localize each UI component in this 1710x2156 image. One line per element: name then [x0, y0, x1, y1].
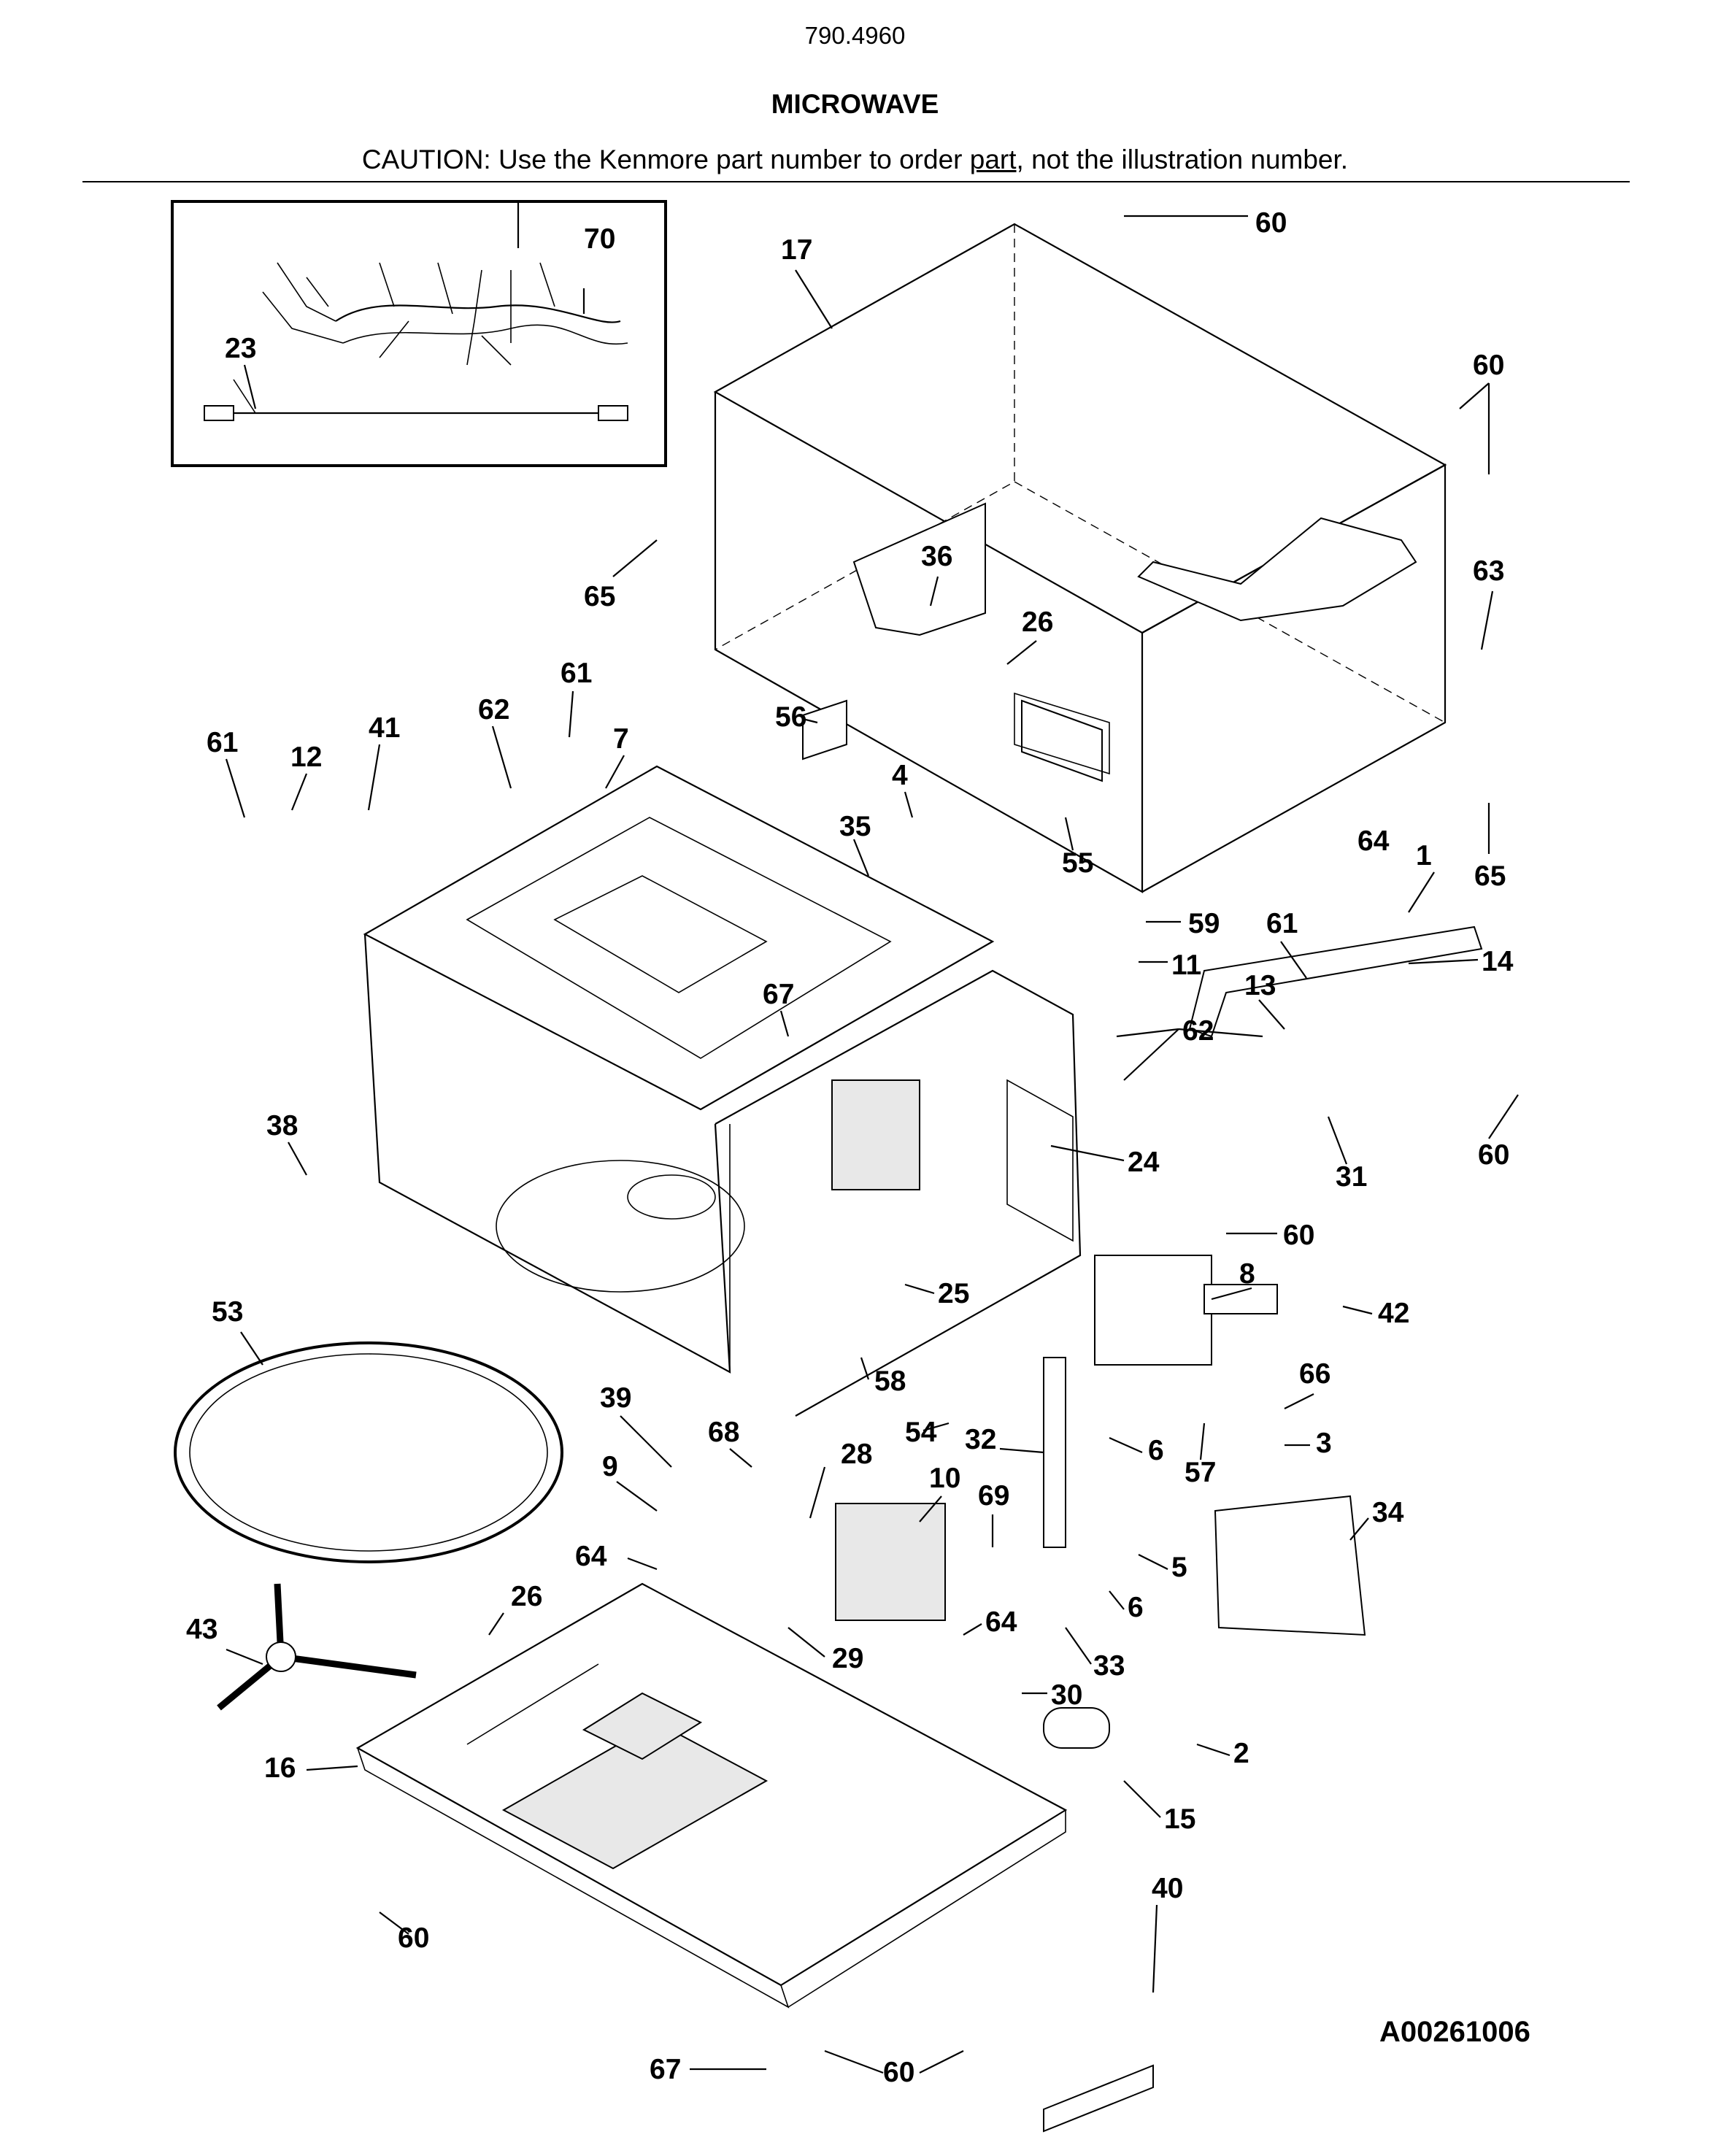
- callout-54: 54: [905, 1417, 937, 1448]
- callout-58: 58: [874, 1366, 906, 1397]
- callout-64: 64: [575, 1541, 607, 1572]
- callout-66: 66: [1299, 1358, 1330, 1390]
- oven-cavity: [363, 765, 1082, 1417]
- callout-1: 1: [1416, 840, 1432, 871]
- callout-42: 42: [1378, 1298, 1409, 1329]
- callout-60: 60: [1255, 207, 1287, 239]
- callout-67: 67: [763, 979, 794, 1010]
- callout-55: 55: [1062, 847, 1093, 879]
- callout-10: 10: [929, 1463, 960, 1494]
- callout-35: 35: [839, 811, 871, 842]
- callout-26: 26: [511, 1581, 542, 1612]
- callout-8: 8: [1239, 1258, 1255, 1290]
- callout-6: 6: [1148, 1435, 1164, 1466]
- callout-23: 23: [225, 333, 256, 364]
- callout-17: 17: [781, 234, 812, 266]
- callout-9: 9: [602, 1451, 618, 1482]
- turntable-ring: [174, 1341, 563, 1563]
- header-divider: [82, 181, 1630, 182]
- callout-6: 6: [1128, 1592, 1144, 1623]
- callout-65: 65: [1474, 861, 1506, 892]
- callout-7: 7: [613, 723, 629, 755]
- callout-69: 69: [978, 1480, 1009, 1512]
- callout-60: 60: [1283, 1220, 1314, 1251]
- caution-note: CAUTION: Use the Kenmore part number to …: [0, 145, 1710, 175]
- callout-3: 3: [1316, 1428, 1332, 1459]
- caution-suffix: , not the illustration number.: [1016, 145, 1349, 174]
- callout-11: 11: [1171, 950, 1201, 981]
- callout-43: 43: [186, 1614, 217, 1645]
- callout-4: 4: [892, 760, 908, 791]
- callout-68: 68: [708, 1417, 739, 1448]
- callout-32: 32: [965, 1424, 996, 1455]
- page-title: MICROWAVE: [771, 89, 939, 119]
- diagram-code: A00261006: [1379, 2016, 1530, 2048]
- callout-70: 70: [584, 223, 615, 255]
- callout-39: 39: [600, 1382, 631, 1414]
- callout-14: 14: [1482, 946, 1514, 977]
- callout-65: 65: [584, 581, 615, 612]
- caution-prefix: CAUTION: Use the Kenmore part number to …: [361, 145, 970, 174]
- side-components: [802, 502, 1483, 2133]
- callout-64: 64: [1357, 825, 1390, 857]
- callout-34: 34: [1372, 1497, 1404, 1528]
- callout-60: 60: [1473, 350, 1504, 381]
- callout-31: 31: [1336, 1161, 1367, 1193]
- callout-28: 28: [841, 1439, 872, 1470]
- caution-underlined-word: part: [969, 145, 1017, 174]
- callout-61: 61: [561, 658, 592, 689]
- callout-33: 33: [1093, 1650, 1125, 1682]
- callout-labels: 70 23 17 60 60 65 36 63 26 61 62 41 61 1…: [186, 207, 1514, 2088]
- callout-53: 53: [212, 1296, 243, 1328]
- callout-60: 60: [883, 2057, 914, 2088]
- base-tray: [355, 1582, 1068, 2009]
- callout-67: 67: [650, 2054, 681, 2085]
- callout-60: 60: [1478, 1139, 1509, 1171]
- callout-26: 26: [1022, 607, 1053, 638]
- callout-38: 38: [266, 1110, 298, 1141]
- wiring-inset: [171, 200, 667, 467]
- callout-61: 61: [1266, 908, 1298, 939]
- callout-61: 61: [207, 727, 238, 758]
- turntable-support: [217, 1583, 417, 1711]
- callout-36: 36: [921, 541, 952, 572]
- callout-63: 63: [1473, 555, 1504, 587]
- callout-15: 15: [1164, 1803, 1195, 1835]
- callout-5: 5: [1171, 1552, 1187, 1583]
- callout-2: 2: [1233, 1738, 1249, 1769]
- callout-30: 30: [1051, 1679, 1082, 1711]
- callout-13: 13: [1244, 970, 1276, 1001]
- model-number: 790.4960: [804, 22, 906, 49]
- callout-56: 56: [775, 701, 806, 733]
- callout-41: 41: [369, 712, 400, 744]
- callout-62: 62: [478, 694, 509, 725]
- leader-lines: [225, 215, 1519, 2074]
- callout-29: 29: [832, 1643, 863, 1674]
- callout-57: 57: [1185, 1457, 1216, 1488]
- callout-40: 40: [1152, 1873, 1183, 1904]
- callout-12: 12: [290, 742, 322, 773]
- callout-64: 64: [985, 1606, 1017, 1638]
- callout-25: 25: [938, 1278, 969, 1309]
- callout-24: 24: [1128, 1147, 1160, 1178]
- callout-59: 59: [1188, 908, 1220, 939]
- callout-60: 60: [398, 1922, 429, 1954]
- callout-16: 16: [264, 1752, 296, 1784]
